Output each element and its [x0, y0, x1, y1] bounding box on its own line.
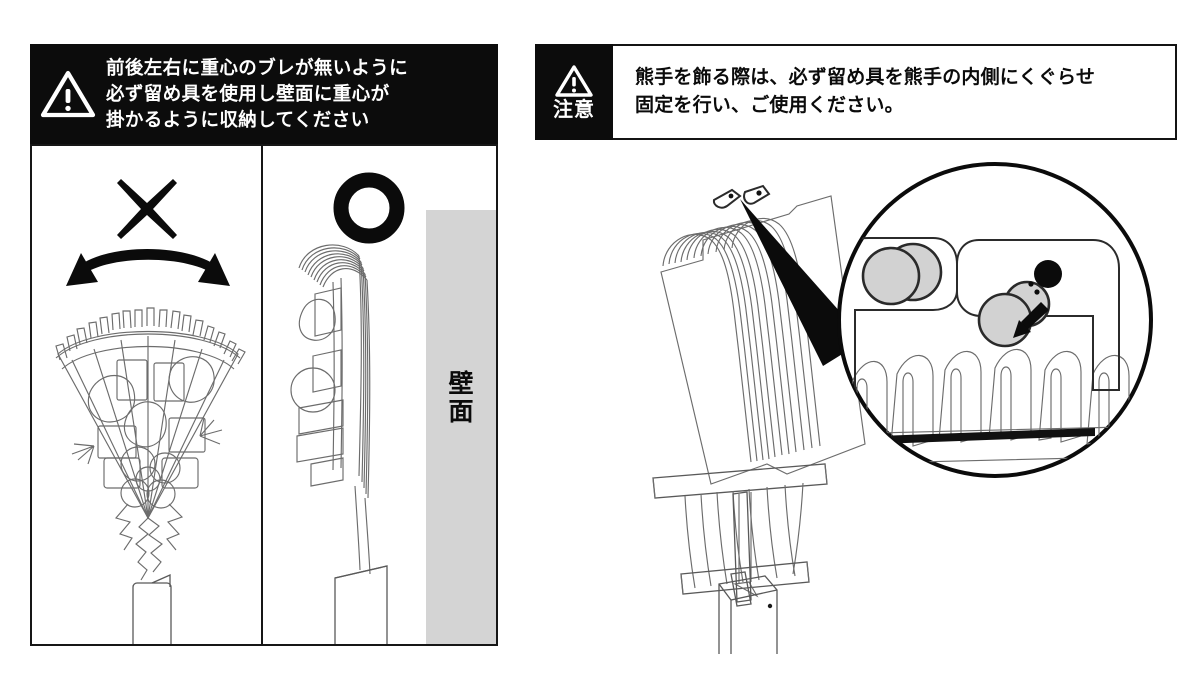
warning-line-2: 必ず留め具を使用し壁面に重心が — [106, 82, 390, 104]
wall-surface-band — [426, 210, 496, 644]
caution-header: 注意 熊手を飾る際は、必ず留め具を熊手の内側にくぐらせ 固定を行い、ご使用くださ… — [535, 44, 1177, 140]
circle-mark-ok-icon — [331, 170, 407, 246]
warning-triangle-icon — [30, 69, 106, 119]
lower-tine-section — [684, 482, 804, 589]
comparison-frame: 壁 面 — [30, 144, 498, 646]
caution-text: 熊手を飾る際は、必ず留め具を熊手の内側にくぐらせ 固定を行い、ご使用ください。 — [613, 44, 1177, 140]
magnifier-callout-wedge — [740, 199, 865, 366]
magnifier-callout — [837, 162, 1153, 478]
lower-crossbar — [680, 561, 810, 595]
caution-badge-label: 注意 — [553, 99, 595, 121]
insertion-direction-arrow — [1013, 281, 1049, 338]
handle — [730, 491, 759, 607]
caution-line-2: 固定を行い、ご使用ください。 — [635, 95, 904, 116]
cell-correct: 壁 面 — [263, 146, 496, 644]
swing-arrow-icon — [66, 249, 230, 286]
caution-line-1: 熊手を飾る際は、必ず留め具を熊手の内側にくぐらせ — [635, 66, 1096, 88]
incorrect-illustration — [55, 249, 246, 644]
cross-mark-ng-icon — [110, 172, 184, 246]
caution-badge: 注意 — [535, 44, 613, 140]
wall-label-char-2: 面 — [448, 398, 474, 426]
metal-fastener-clips — [712, 184, 771, 209]
warning-line-3: 掛かるように収納してください — [106, 109, 370, 131]
warning-line-1: 前後左右に重心のブレが無いように — [106, 56, 409, 78]
kumade-fastener-illustration — [535, 144, 1177, 654]
wall-label-char-1: 壁 — [448, 370, 474, 398]
decorated-kumade-side-view — [290, 244, 388, 644]
bamboo-tines — [662, 218, 821, 463]
handle-base-stand — [718, 575, 778, 654]
cell-incorrect — [32, 146, 263, 644]
wall-label: 壁 面 — [444, 370, 478, 426]
warning-banner: 前後左右に重心のブレが無いように 必ず留め具を使用し壁面に重心が 掛かるように収… — [30, 44, 498, 144]
decorated-kumade-front-view — [55, 307, 246, 644]
upper-crossbar — [652, 463, 828, 499]
warning-banner-text: 前後左右に重心のブレが無いように 必ず留め具を使用し壁面に重心が 掛かるように収… — [106, 55, 498, 134]
right-instruction-panel: 注意 熊手を飾る際は、必ず留め具を熊手の内側にくぐらせ 固定を行い、ご使用くださ… — [535, 44, 1177, 656]
left-instruction-panel: 前後左右に重心のブレが無いように 必ず留め具を使用し壁面に重心が 掛かるように収… — [30, 44, 498, 646]
correct-illustration — [290, 244, 388, 644]
warning-triangle-icon — [554, 64, 594, 98]
